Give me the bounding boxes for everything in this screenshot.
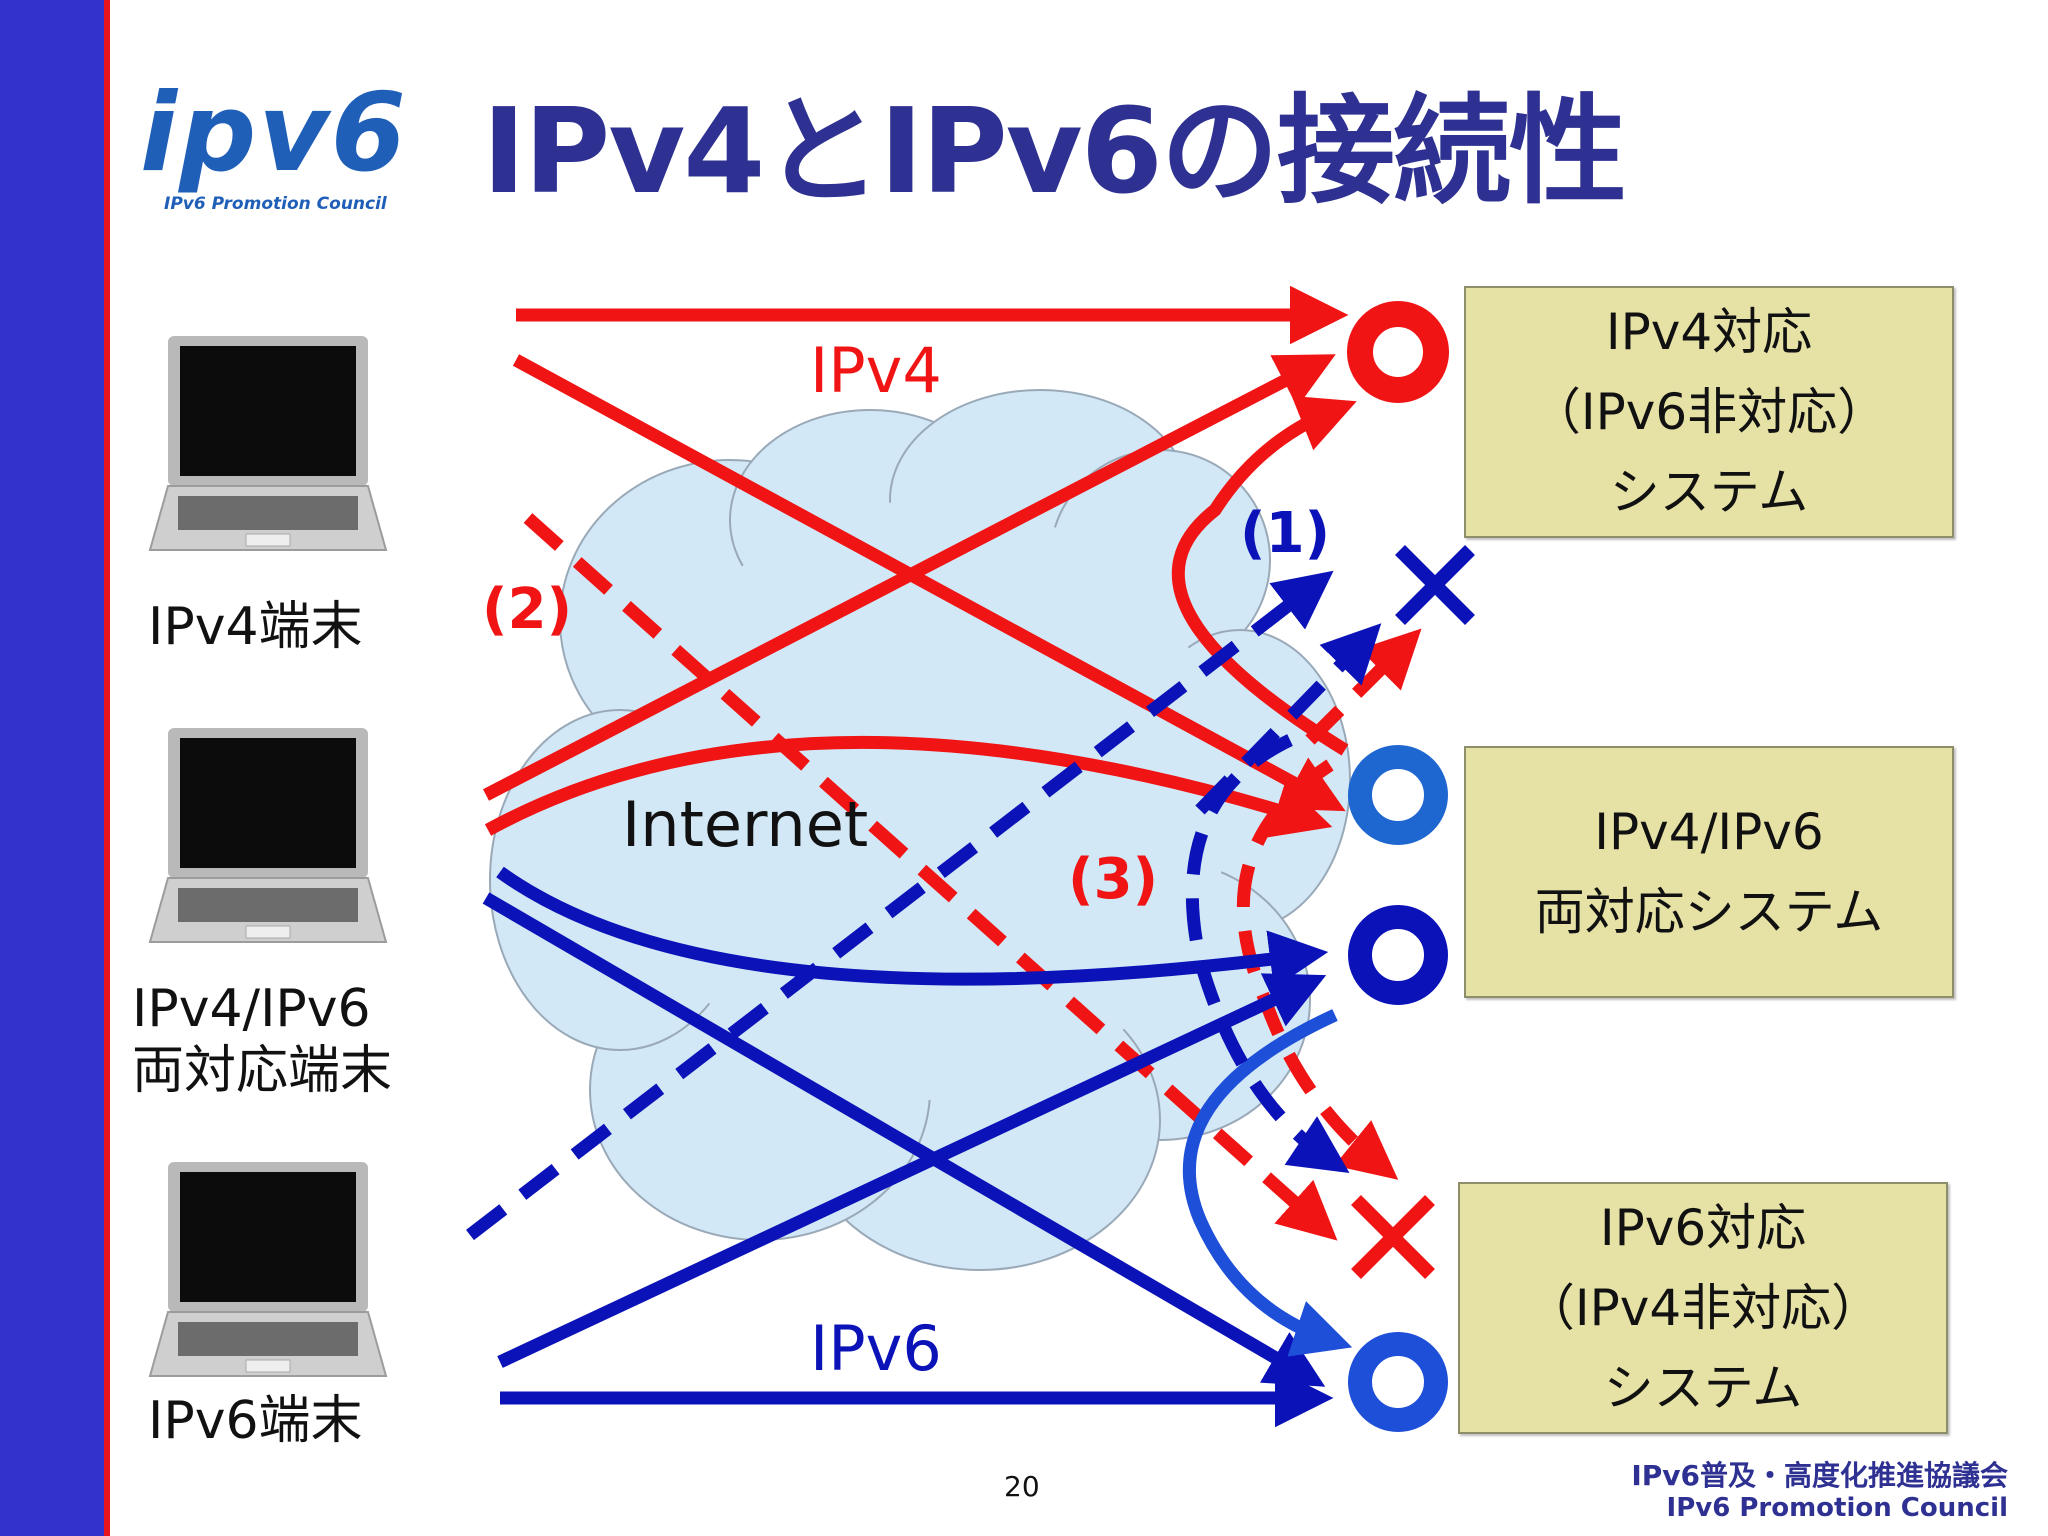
page-number: 20 [1004,1470,1040,1503]
ipv4-system-ng-cross [1395,545,1475,625]
dual-system-box: IPv4/IPv6 両対応システム [1464,746,1954,998]
ipv4-system-line2: （IPv6非対応） [1530,383,1888,441]
ipv4-terminal-label: IPv4端末 [148,597,363,657]
footer-org-en: IPv6 Promotion Council [1666,1493,2008,1523]
ipv4-arrow-v4term-to-dualsys [512,354,1346,812]
logo-subtitle: IPv6 Promotion Council [164,194,387,214]
ipv6-logo: ipv6 IPv6 Promotion Council [140,80,440,216]
dual-system-ok-circle-ipv4 [1348,745,1448,845]
ipv6-arrow-dualterm-to-v6sys [482,892,1326,1387]
ipv6-protocol-label: IPv6 [810,1312,942,1385]
ipv6-dashed-dualsys-to-v6sys [1185,734,1350,1173]
dual-system-ok-circle-ipv6 [1348,905,1448,1005]
ipv4-dashed-to-cross [1305,628,1422,745]
ipv4-dashed-arrows [523,513,1422,1241]
ipv6-system-line1: IPv6対応 [1599,1199,1807,1257]
ipv4-system-line3: システム [1609,463,1809,521]
note-2-label: (2) [482,577,573,642]
ipv4-system-line1: IPv4対応 [1605,303,1813,361]
sidebar-blue-stripe [0,0,104,1536]
ipv6-dashed-arrows [466,570,1382,1241]
ipv4-protocol-label: IPv4 [810,334,942,407]
ipv4-arrow-dualterm-to-dualsys [484,736,1333,838]
dual-terminal-label-line2: 両対応端末 [132,1041,393,1101]
ipv6-system-line2: （IPv4非対応） [1524,1279,1882,1337]
ipv6-system-box: IPv6対応 （IPv4非対応） システム [1458,1182,1948,1434]
dual-system-line1: IPv4/IPv6 [1594,803,1824,861]
ipv4-arrow-dualsys-to-v4sys-curve [1171,395,1357,756]
internet-cloud [489,389,1351,1271]
note-1-label: (1) [1240,501,1331,566]
internet-label: Internet [622,788,869,861]
laptop-ipv6-terminal-icon [148,1162,388,1377]
ipv6-arrow-dualsys-to-v6sys-curve [1182,1009,1353,1357]
ipv4-dashed-v4term-to-v6sys [523,513,1338,1241]
ipv6-system-ng-cross [1351,1195,1435,1279]
sidebar-red-stripe [104,0,110,1536]
ipv6-system-ok-circle [1348,1332,1448,1432]
ipv4-dashed-dualsys-to-v6sys [1236,759,1399,1180]
page-title: IPv4とIPv6の接続性 [482,82,1627,220]
ipv6-arrows [482,866,1334,1428]
footer-org-ja: IPv6普及・高度化推進協議会 [1631,1459,2008,1492]
ipv4-arrows [483,285,1357,838]
laptop-ipv4-terminal-icon [148,336,388,551]
ipv6-system-line3: システム [1603,1359,1803,1417]
ipv4-arrow-dualterm-to-v4sys [483,354,1336,801]
dual-system-line2: 両対応システム [1534,883,1884,941]
laptop-dual-terminal-icon [148,728,388,943]
dual-terminal-label-line1: IPv4/IPv6 [132,979,371,1039]
ipv6-arrow-v6term-to-dualsys [497,973,1327,1368]
ipv4-system-box: IPv4対応 （IPv6非対応） システム [1464,286,1954,538]
footer-organization: IPv6普及・高度化推進協議会 IPv6 Promotion Council [1631,1460,2008,1524]
logo-word: ipv6 [140,71,408,196]
ipv6-terminal-label: IPv6端末 [148,1391,363,1451]
ipv6-dashed-v6term-to-v4sys [466,570,1334,1241]
note-3-label: (3) [1068,847,1159,912]
ipv4-system-ok-circle [1347,301,1449,403]
